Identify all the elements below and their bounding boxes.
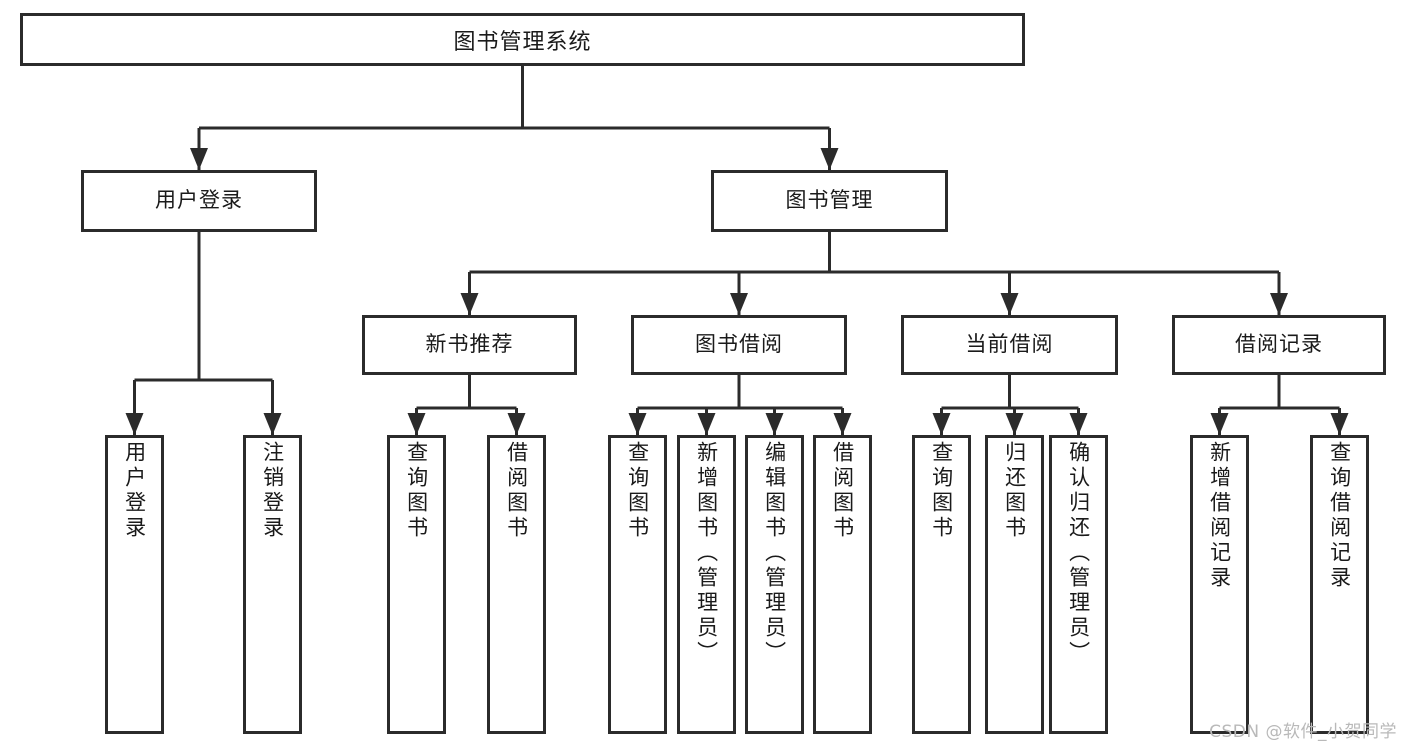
arrow-head-leaf-query-book-current — [932, 413, 951, 435]
arrow-head-leaf-confirm-return-admin — [1069, 413, 1088, 435]
node-box-leaf-edit-book-admin[interactable] — [745, 435, 804, 734]
arrow-head-leaf-user-login — [125, 413, 144, 435]
node-box-leaf-add-book-admin[interactable] — [677, 435, 736, 734]
node-box-leaf-query-borrow-record[interactable] — [1310, 435, 1369, 734]
node-box-new-book-recommend[interactable] — [362, 315, 577, 375]
node-box-borrow-record[interactable] — [1172, 315, 1386, 375]
arrow-head-leaf-user-logout — [263, 413, 282, 435]
node-box-leaf-user-logout[interactable] — [243, 435, 302, 734]
watermark-text: CSDN @软件_小贺同学 — [1209, 722, 1397, 742]
node-box-leaf-query-book-borrow[interactable] — [608, 435, 667, 734]
arrow-head-leaf-query-borrow-record — [1330, 413, 1349, 435]
arrow-head-leaf-borrow-book — [833, 413, 852, 435]
node-box-current-borrow[interactable] — [901, 315, 1118, 375]
arrow-head-leaf-query-book-borrow — [628, 413, 647, 435]
arrow-head-book-borrow — [730, 293, 748, 315]
arrow-head-leaf-add-borrow-record — [1210, 413, 1229, 435]
node-box-root[interactable] — [20, 13, 1025, 66]
node-box-leaf-query-book-current[interactable] — [912, 435, 971, 734]
arrow-head-new-book-recommend — [460, 293, 479, 315]
arrow-head-leaf-edit-book-admin — [765, 413, 784, 435]
arrow-head-leaf-borrow-book-recommend — [507, 413, 526, 435]
node-box-leaf-add-borrow-record[interactable] — [1190, 435, 1249, 734]
node-box-book-management[interactable] — [711, 170, 948, 232]
node-box-layer — [20, 13, 1386, 734]
arrow-head-borrow-record — [1270, 293, 1288, 315]
node-box-leaf-return-book[interactable] — [985, 435, 1044, 734]
arrow-head-leaf-query-book-recommend — [407, 413, 426, 435]
node-box-user-login[interactable] — [81, 170, 317, 232]
node-box-leaf-user-login[interactable] — [105, 435, 164, 734]
arrow-head-user-login — [190, 148, 208, 170]
node-box-book-borrow[interactable] — [631, 315, 847, 375]
arrow-head-book-management — [820, 148, 839, 170]
connector-layer — [125, 66, 1349, 435]
arrow-head-leaf-add-book-admin — [697, 413, 716, 435]
node-box-leaf-query-book-recommend[interactable] — [387, 435, 446, 734]
arrow-head-current-borrow — [1000, 293, 1019, 315]
node-box-leaf-borrow-book[interactable] — [813, 435, 872, 734]
node-box-leaf-borrow-book-recommend[interactable] — [487, 435, 546, 734]
arrow-head-leaf-return-book — [1005, 413, 1024, 435]
node-box-leaf-confirm-return-admin[interactable] — [1049, 435, 1108, 734]
